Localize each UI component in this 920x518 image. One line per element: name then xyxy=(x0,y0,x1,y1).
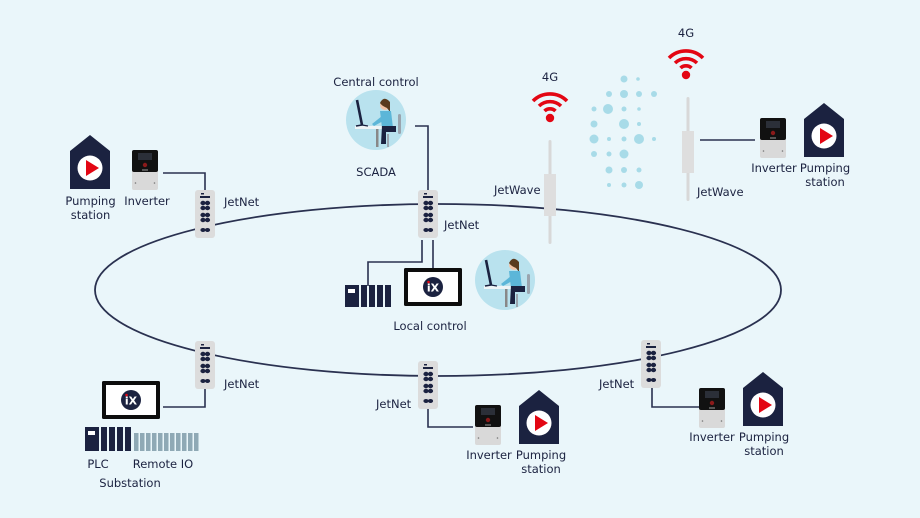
signal-dot xyxy=(621,136,627,142)
pumping-station-label: Pumping station xyxy=(799,161,851,189)
plc-rack-icon xyxy=(345,285,391,307)
pumping-station-icon xyxy=(804,103,844,157)
signal-dot xyxy=(652,137,656,141)
pumping-station-label: Pumping station xyxy=(65,194,116,222)
jetnet-switch-bottom-center[interactable] xyxy=(418,361,438,409)
pumping-station-label: Pumping station xyxy=(738,430,790,458)
remote-io-module xyxy=(188,433,193,451)
inverter-icon xyxy=(699,388,725,428)
pumping-station-label: Pumping station xyxy=(515,448,567,476)
signal-dot xyxy=(606,151,612,157)
inverter-icon xyxy=(132,150,158,190)
inverter-label: Inverter xyxy=(124,194,170,208)
jetwave-antenna-right[interactable] xyxy=(682,97,694,201)
signal-dot xyxy=(634,134,644,144)
jetwave-antenna-left[interactable] xyxy=(544,140,556,244)
signal-dot xyxy=(635,181,643,189)
pumping-station-icon xyxy=(519,390,559,444)
signal-dot xyxy=(636,91,642,97)
signal-dot xyxy=(636,77,640,81)
signal-4g-icon xyxy=(531,92,569,124)
remote-io-module xyxy=(158,433,163,451)
local-operator-icon xyxy=(473,248,537,312)
signal-dot xyxy=(621,167,627,173)
hmi-panel-icon xyxy=(404,268,462,306)
signal-4g-label: 4G xyxy=(677,26,695,40)
jetnet-label: JetNet xyxy=(376,397,412,411)
inverter-icon xyxy=(475,405,501,445)
remote-io-module xyxy=(182,433,187,451)
remote-io-module xyxy=(146,433,151,451)
jetnet-switch-bottom-right[interactable] xyxy=(641,340,661,388)
inverter-icon xyxy=(760,118,786,158)
signal-dot xyxy=(637,107,641,111)
hmi-panel-icon xyxy=(102,381,160,419)
jetnet-switch-bottom-left[interactable] xyxy=(195,341,215,389)
local-control-label: Local control xyxy=(393,319,467,333)
remote-io-icon xyxy=(134,433,199,451)
signal-dot xyxy=(651,91,657,97)
remote-io-label: Remote IO xyxy=(132,457,194,471)
signal-dot xyxy=(621,106,627,112)
plc-rack-icon xyxy=(85,427,131,451)
signal-dot xyxy=(591,106,597,112)
signal-4g-label: 4G xyxy=(541,70,559,84)
signal-dot xyxy=(620,90,628,98)
signal-dot xyxy=(605,166,613,174)
connection-lines xyxy=(163,125,755,428)
remote-io-module xyxy=(164,433,169,451)
jetnet-label: JetNet xyxy=(444,218,480,232)
signal-dot xyxy=(637,122,641,126)
substation-label: Substation xyxy=(99,476,161,490)
signal-dot xyxy=(636,167,642,173)
signal-dot xyxy=(603,104,613,114)
jetwave-label: JetWave xyxy=(697,185,744,199)
signal-dot xyxy=(607,137,611,141)
signal-dot xyxy=(606,91,612,97)
central-control-label: Central control xyxy=(333,75,419,89)
signal-dot xyxy=(619,119,629,129)
remote-io-module xyxy=(170,433,175,451)
signal-dot xyxy=(620,75,628,83)
plc-label: PLC xyxy=(87,457,109,471)
signal-dot xyxy=(607,183,611,187)
signal-dot xyxy=(591,151,597,157)
jetwave-label: JetWave xyxy=(494,183,541,197)
inverter-label: Inverter xyxy=(689,430,735,444)
jetnet-label: JetNet xyxy=(599,377,635,391)
inverter-label: Inverter xyxy=(466,448,512,462)
network-ring xyxy=(94,203,782,377)
jetnet-label: JetNet xyxy=(224,195,260,209)
pumping-station-icon xyxy=(743,372,783,426)
remote-io-module xyxy=(134,433,139,451)
scada-operator-icon xyxy=(344,88,408,152)
jetnet-switch-top-left[interactable] xyxy=(195,190,215,238)
pumping-station-icon xyxy=(70,135,110,189)
wireless-transmission-icon xyxy=(589,75,657,189)
signal-dot xyxy=(590,120,598,128)
remote-io-module xyxy=(140,433,145,451)
signal-dot xyxy=(619,149,629,159)
remote-io-module xyxy=(152,433,157,451)
jetnet-label: JetNet xyxy=(224,377,260,391)
scada-label: SCADA xyxy=(356,165,396,179)
remote-io-module xyxy=(176,433,181,451)
signal-dot xyxy=(621,182,627,188)
jetnet-switch-top-center[interactable] xyxy=(418,190,438,238)
inverter-label: Inverter xyxy=(751,161,797,175)
signal-dot xyxy=(589,134,599,144)
remote-io-module xyxy=(194,433,199,451)
signal-4g-icon xyxy=(667,49,705,81)
